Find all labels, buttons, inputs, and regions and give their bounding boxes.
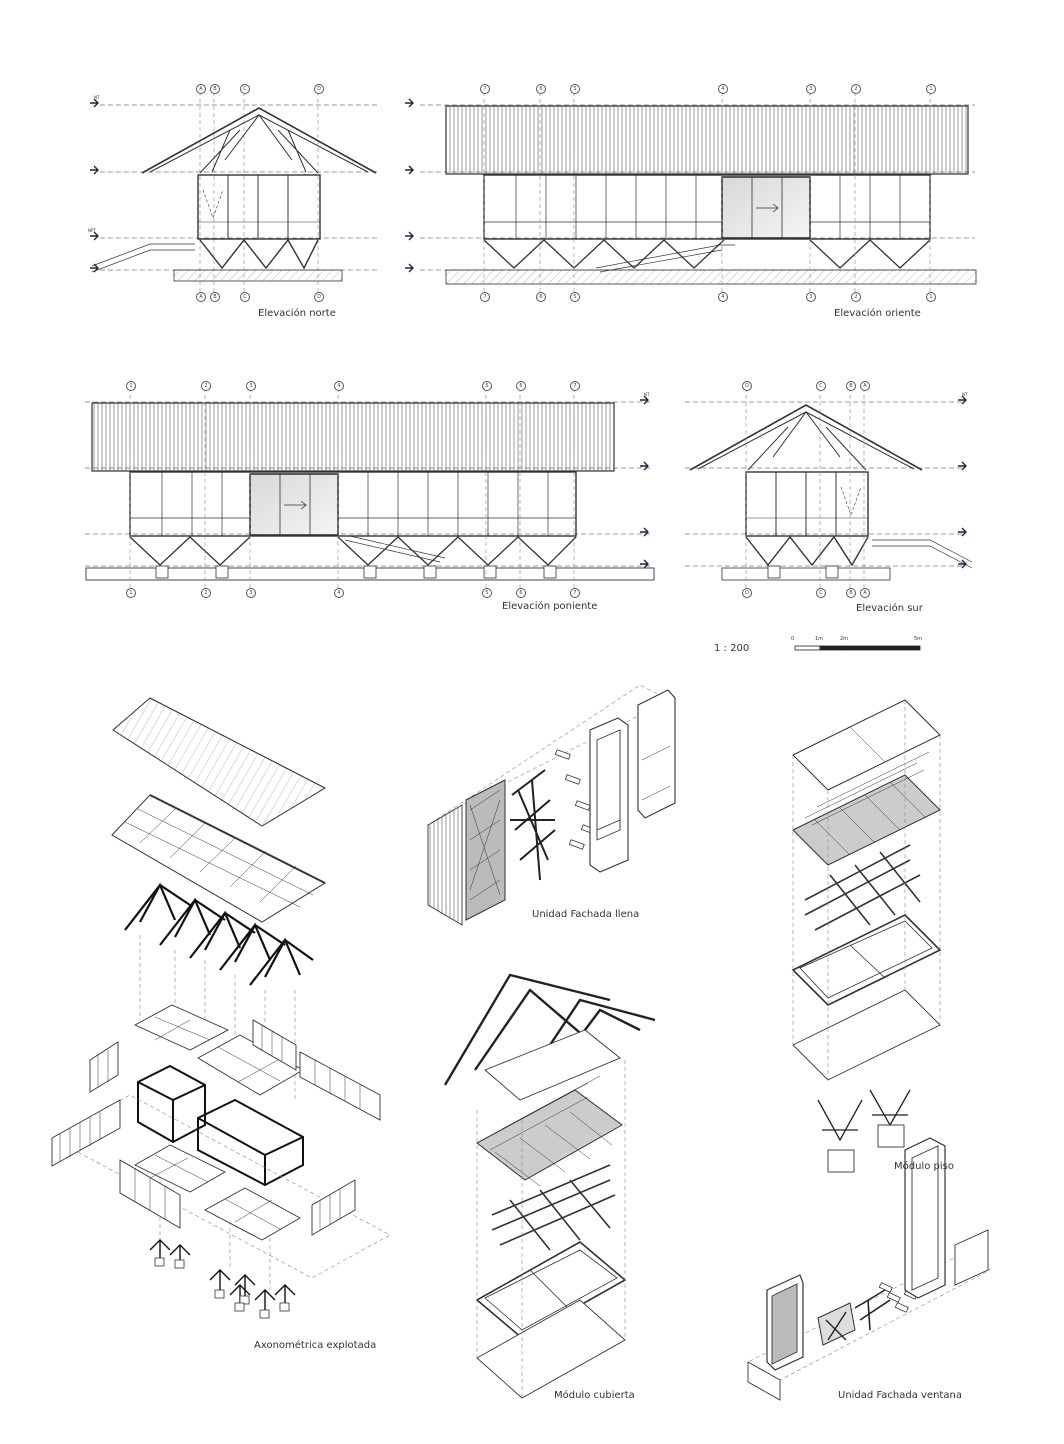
scale-tick-1: 1m [815,636,824,642]
grid-axis-poniente-5: 5 [482,381,492,391]
scale-tick-3: 5m [914,636,923,642]
grid-axis-poniente-7: 7 [570,381,580,391]
grid-axis-norte-1: A [196,292,206,302]
grid-axis-poniente-5: 5 [482,588,492,598]
grid-axis-poniente-6: 6 [516,381,526,391]
level-label: NT [644,392,650,397]
grid-axis-poniente-7: 7 [570,588,580,598]
grid-axis-norte-2: B [210,292,220,302]
scale-ratio: 1 : 200 [714,643,750,654]
level-label: NPT [88,228,96,233]
scale-tick-2: 2m [840,636,849,642]
grid-axis-oriente-2: 6 [536,84,546,94]
grid-axis-norte-4: D [314,292,324,302]
grid-axis-norte-1: A [196,84,206,94]
grid-axis-poniente-1: 1 [126,588,136,598]
grid-axis-oriente-2: 6 [536,292,546,302]
scale-bar [794,645,921,651]
caption-elevacion-oriente: Elevación oriente [834,308,921,319]
grid-axis-oriente-7: 1 [926,292,936,302]
grid-axis-oriente-3: 5 [570,84,580,94]
grid-axis-oriente-1: 7 [480,84,490,94]
elevacion-poniente-drawing [85,388,655,588]
grid-axis-oriente-5: 3 [806,84,816,94]
grid-axis-oriente-1: 7 [480,292,490,302]
grid-axis-poniente-4: 4 [334,588,344,598]
elevacion-norte-drawing [90,92,380,292]
unidad-fachada-llena-drawing [427,684,676,926]
grid-axis-poniente-2: 2 [201,381,211,391]
caption-elevacion-poniente: Elevación poniente [502,601,598,612]
grid-axis-norte-3: C [240,292,250,302]
grid-axis-oriente-4: 4 [718,84,728,94]
grid-axis-oriente-3: 5 [570,292,580,302]
grid-axis-norte-3: C [240,84,250,94]
elevacion-oriente-drawing [405,92,977,292]
scale-tick-0: 0 [791,636,795,642]
caption-unidad-fachada-llena: Unidad Fachada llena [532,909,640,920]
grid-axis-norte-2: B [210,84,220,94]
grid-axis-sur-4: A [860,381,870,391]
grid-axis-sur-2: C [816,381,826,391]
caption-modulo-piso: Módulo piso [894,1161,954,1172]
elevacion-sur-drawing [685,388,973,588]
grid-axis-oriente-6: 2 [851,84,861,94]
grid-axis-sur-4: A [860,588,870,598]
grid-axis-sur-3: B [846,588,856,598]
grid-axis-oriente-5: 3 [806,292,816,302]
grid-axis-poniente-3: 3 [246,381,256,391]
modulo-cubierta-drawing [443,973,656,1399]
grid-axis-poniente-2: 2 [201,588,211,598]
grid-axis-poniente-1: 1 [126,381,136,391]
caption-axonometrica-explotada: Axonométrica explotada [254,1340,377,1351]
grid-axis-poniente-6: 6 [516,588,526,598]
caption-elevacion-norte: Elevación norte [258,308,336,319]
level-label: NT [94,95,100,100]
axonometrica-explotada-drawing [51,697,391,1319]
level-label: NT [962,392,968,397]
caption-unidad-fachada-ventana: Unidad Fachada ventana [838,1390,962,1401]
grid-axis-sur-3: B [846,381,856,391]
grid-axis-sur-2: C [816,588,826,598]
grid-axis-poniente-4: 4 [334,381,344,391]
grid-axis-poniente-3: 3 [246,588,256,598]
grid-axis-oriente-4: 4 [718,292,728,302]
grid-axis-sur-1: D [742,381,752,391]
grid-axis-oriente-7: 1 [926,84,936,94]
unidad-fachada-ventana-drawing [747,1137,991,1401]
grid-axis-oriente-6: 2 [851,292,861,302]
caption-modulo-cubierta: Módulo cubierta [554,1390,635,1401]
grid-axis-norte-4: D [314,84,324,94]
caption-elevacion-sur: Elevación sur [856,603,923,614]
modulo-piso-drawing [791,699,942,1173]
grid-axis-sur-1: D [742,588,752,598]
